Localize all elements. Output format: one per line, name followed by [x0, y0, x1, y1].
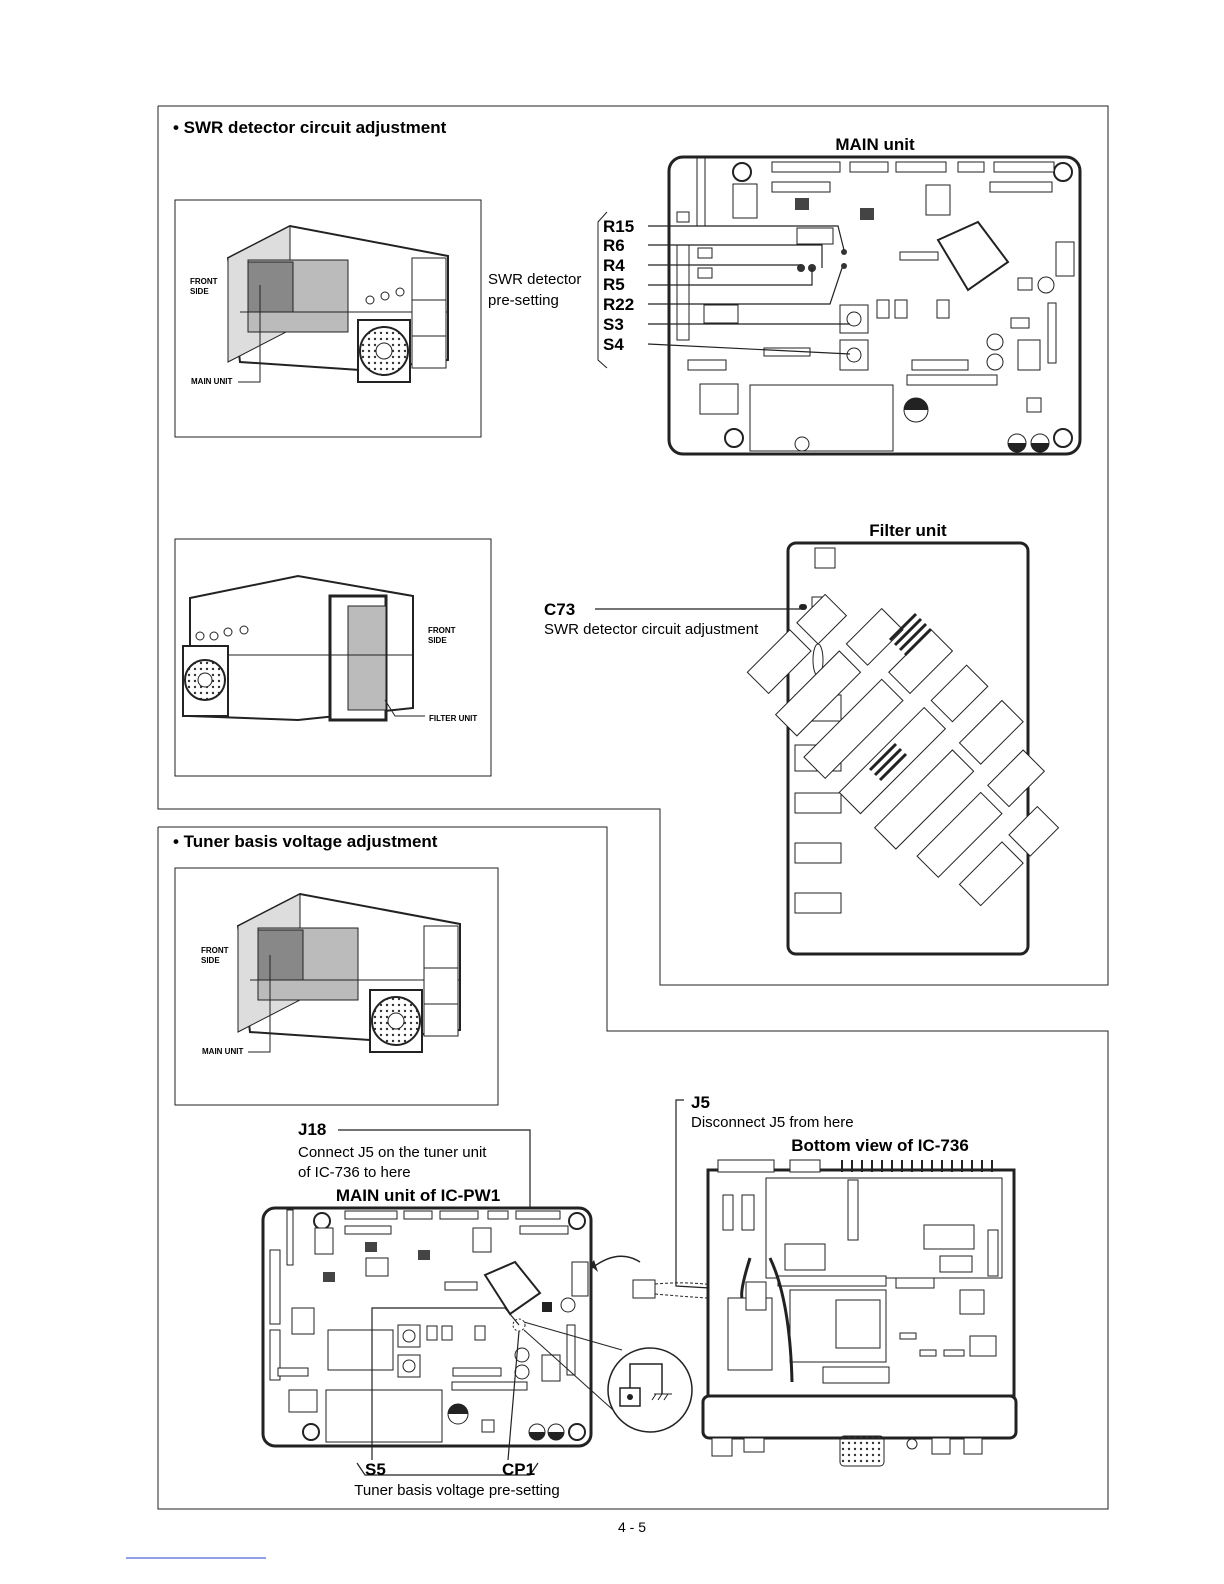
main-pw1-title: MAIN unit of IC-PW1 [336, 1186, 500, 1205]
chassis-inset-filter-unit [174, 538, 492, 777]
chassis-inset-main-unit-1 [174, 199, 482, 438]
main-unit-pw1-pcb [261, 1206, 593, 1448]
main-unit-pcb [667, 155, 1082, 456]
callout-r5: R5 [603, 275, 625, 294]
inset3-side-label: SIDE [201, 956, 220, 965]
inset2-front-label: FRONT [428, 626, 456, 635]
tuner-presetting: Tuner basis voltage pre-setting [354, 1482, 559, 1499]
inset2-side-label: SIDE [428, 636, 447, 645]
c73-label: C73 [544, 600, 575, 619]
inset3-front-label: FRONT [201, 946, 229, 955]
j5-desc: Disconnect J5 from here [691, 1114, 854, 1131]
swr-presetting-line1: SWR detector [488, 271, 581, 288]
inset3-unit-label: MAIN UNIT [202, 1047, 243, 1056]
main-unit-title: MAIN unit [835, 135, 915, 154]
j18-desc-line1: Connect J5 on the tuner unit [298, 1144, 487, 1161]
cp1-magnifier [523, 1321, 693, 1433]
callout-labels: R15 R6 R4 R5 R22 S3 S4 [603, 217, 634, 354]
ic736-bottom-view [701, 1159, 1018, 1467]
callout-s4: S4 [603, 335, 624, 354]
callout-r6: R6 [603, 236, 625, 255]
c73-description: SWR detector circuit adjustment [544, 621, 759, 638]
c73-point [799, 604, 805, 610]
filter-unit-title: Filter unit [869, 521, 947, 540]
section2-frame [157, 826, 1109, 1510]
section1-frame [157, 105, 1109, 986]
swr-section-heading: • SWR detector circuit adjustment [173, 118, 447, 137]
j18-label: J18 [298, 1120, 326, 1139]
page-number: 4 - 5 [618, 1519, 646, 1535]
inset1-front-label: FRONT [190, 277, 218, 286]
callout-r22: R22 [603, 295, 634, 314]
callout-brace-left [597, 211, 608, 369]
callout-leader-lines [647, 225, 851, 355]
tuner-section-heading: • Tuner basis voltage adjustment [173, 832, 438, 851]
inset1-side-label: SIDE [190, 287, 209, 296]
j5-label: J5 [691, 1093, 710, 1112]
cp1-label: CP1 [502, 1460, 535, 1479]
inset1-unit-label: MAIN UNIT [191, 377, 232, 386]
callout-r4: R4 [603, 256, 625, 275]
callout-s3: S3 [603, 315, 624, 334]
inset2-unit-label: FILTER UNIT [429, 714, 477, 723]
chassis-inset-main-unit-2 [174, 867, 499, 1106]
bottom-view-title: Bottom view of IC-736 [791, 1136, 969, 1155]
callout-r15: R15 [603, 217, 634, 236]
swr-presetting-line2: pre-setting [488, 292, 559, 309]
j18-desc-line2: of IC-736 to here [298, 1164, 411, 1181]
s5-label: S5 [365, 1460, 386, 1479]
filter-unit-pcb [746, 541, 1060, 956]
s5-cp1-leaders [356, 1307, 539, 1476]
